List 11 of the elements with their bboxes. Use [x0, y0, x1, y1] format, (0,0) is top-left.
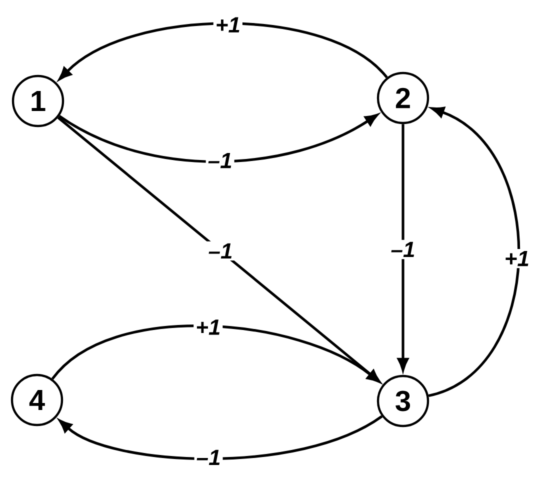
edge-label: –1	[206, 241, 235, 261]
edge-label: –1	[194, 448, 223, 468]
arrow	[58, 114, 378, 163]
arrow	[428, 106, 520, 397]
arrow	[58, 22, 388, 80]
arrow	[51, 324, 380, 383]
arrow	[58, 415, 383, 460]
edge-label: –1	[206, 150, 234, 170]
edge-label: +1	[502, 249, 532, 268]
edge-label: +1	[213, 15, 242, 34]
edge-label: +1	[194, 318, 223, 337]
